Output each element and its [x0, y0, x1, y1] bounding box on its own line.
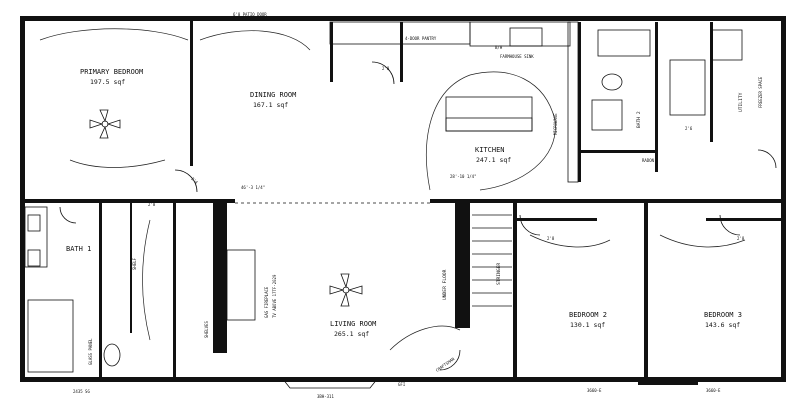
- exterior-walls: [20, 16, 786, 385]
- stringer-label: STRINGER: [496, 263, 502, 285]
- window-label-1: 2435 SG: [73, 389, 90, 394]
- gas-fireplace-label: GAS FIREPLACE: [264, 286, 269, 318]
- primary-bedroom-label: PRIMARY BEDROOM: [80, 68, 143, 76]
- craftsman-label: CRAFTSMAN: [435, 356, 456, 373]
- pantry-label: 4-DOOR PANTRY: [405, 36, 437, 41]
- kitchen-area: 247.1 sqf: [476, 156, 511, 164]
- ceiling-fan-icon: [329, 273, 363, 307]
- door-24-label: 2'4: [190, 176, 199, 185]
- farmhouse-sink-label: FARMHOUSE SINK: [500, 54, 534, 59]
- living-room-area: 265.1 sqf: [334, 330, 369, 338]
- living-room-label: LIVING ROOM: [330, 320, 376, 328]
- utility-label: UTILITY: [738, 92, 744, 112]
- door-26-label: 2'6: [685, 126, 693, 131]
- door-28-label-b3: 2'8: [737, 236, 745, 241]
- bedroom-2-area: 130.1 sqf: [570, 321, 605, 329]
- primary-bedroom-area: 197.5 sqf: [90, 78, 125, 86]
- bh-label: B/H: [495, 45, 503, 50]
- wiring: [39, 28, 746, 351]
- window-label-3: 3660-E: [587, 388, 602, 393]
- bath-2-label: BATH 2: [636, 111, 642, 128]
- bath-1-label: BATH 1: [66, 245, 91, 253]
- door-28-label: 2'8: [148, 202, 156, 207]
- window-label-2: 3BH-311: [317, 394, 334, 399]
- window-label-4: 3660-E: [706, 388, 721, 393]
- door-28-label-b2: 2'8: [547, 236, 555, 241]
- glass-panel-label: GLASS PANEL: [88, 338, 93, 365]
- dining-room-label: DINING ROOM: [250, 91, 296, 99]
- microwave-label: MICROWAVE: [553, 113, 558, 135]
- shelf-label: SHELF: [132, 257, 137, 270]
- patio-door-label: 6'0 PATIO DOOR: [233, 12, 267, 17]
- freezer-label: FREEZER SPACE: [758, 76, 763, 108]
- kitchen-label: KITCHEN: [475, 146, 505, 154]
- bedroom-2-label: BEDROOM 2: [569, 311, 607, 319]
- bay-window: [281, 377, 379, 389]
- dining-room-area: 167.1 sqf: [253, 101, 288, 109]
- dim-46-label: 46'-3 1/4": [241, 185, 265, 190]
- radon-label: RADON: [642, 158, 655, 163]
- ceiling-fan-icon: [89, 109, 121, 139]
- shelves-label: SHELVES: [204, 321, 209, 338]
- interior-walls: [24, 21, 782, 378]
- dim-28-label: 28'-10 1/4": [450, 174, 477, 179]
- tv-above-label: TV ABOVE 17TF-2029: [272, 274, 277, 318]
- stairs: [472, 214, 512, 307]
- bedroom-3-label: BEDROOM 3: [704, 311, 742, 319]
- gfi-label: GFI: [398, 382, 406, 387]
- under-floor-label: UNDER FLOOR: [442, 269, 448, 300]
- door-28-label-k: 2'8: [382, 66, 390, 71]
- doors: [59, 61, 777, 371]
- bedroom-3-area: 143.6 sqf: [705, 321, 740, 329]
